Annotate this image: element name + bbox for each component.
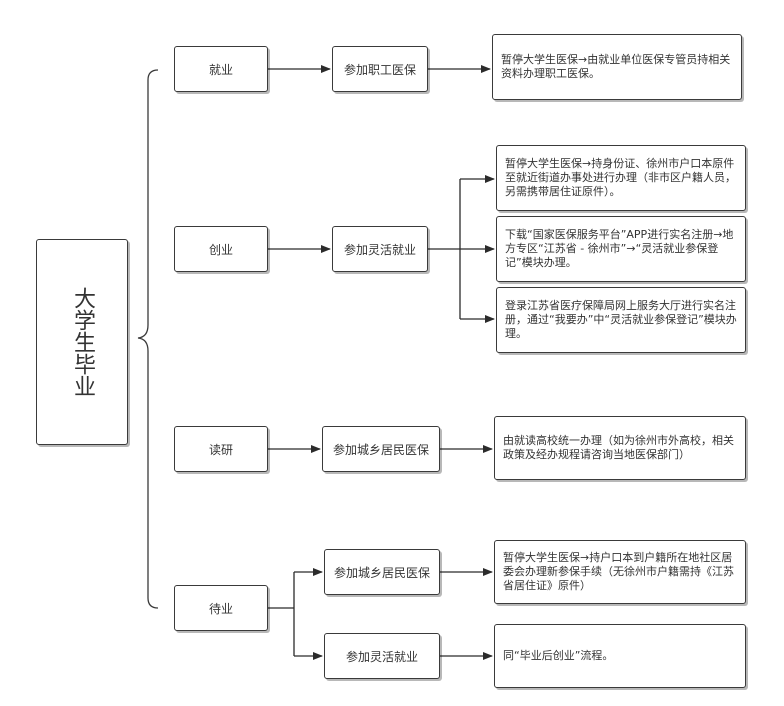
note-unemployed-2: 同“毕业后创业”流程。 (494, 624, 746, 688)
note-employment: 暂停大学生医保→由就业单位医保专管员持相关资料办理职工医保。 (492, 34, 742, 100)
action-resident-insurance: 参加城乡居民医保 (322, 426, 440, 472)
action-flexible-employment: 参加灵活就业 (332, 226, 428, 272)
note-startup-2: 下载“国家医保服务平台”APP进行实名注册→地方专区“江苏省 - 徐州市”→“灵… (496, 216, 746, 282)
note-unemployed-1: 暂停大学生医保→持户口本到户籍所在地社区居委会办理新参保手续（无徐州市户籍需持《… (494, 540, 746, 604)
root-brace (137, 69, 159, 609)
action-employee-insurance: 参加职工医保 (332, 46, 428, 92)
branch-employment: 就业 (174, 46, 268, 92)
action-unemployed-resident-insurance: 参加城乡居民医保 (324, 549, 440, 595)
branch-graduate-study: 读研 (174, 426, 268, 472)
branch-unemployed: 待业 (174, 585, 268, 631)
root-node: 大学生毕业 (36, 239, 128, 445)
note-startup-1: 暂停大学生医保→持身份证、徐州市户口本原件至就近街道办事处进行办理（非市区户籍人… (496, 145, 746, 211)
branch-startup: 创业 (174, 226, 268, 272)
action-unemployed-flexible-employment: 参加灵活就业 (324, 633, 440, 679)
note-graduate-study: 由就读高校统一办理（如为徐州市外高校，相关政策及经办规程请咨询当地医保部门） (494, 416, 746, 480)
note-startup-3: 登录江苏省医疗保障局网上服务大厅进行实名注册，通过“我要办”中“灵活就业参保登记… (496, 287, 746, 353)
